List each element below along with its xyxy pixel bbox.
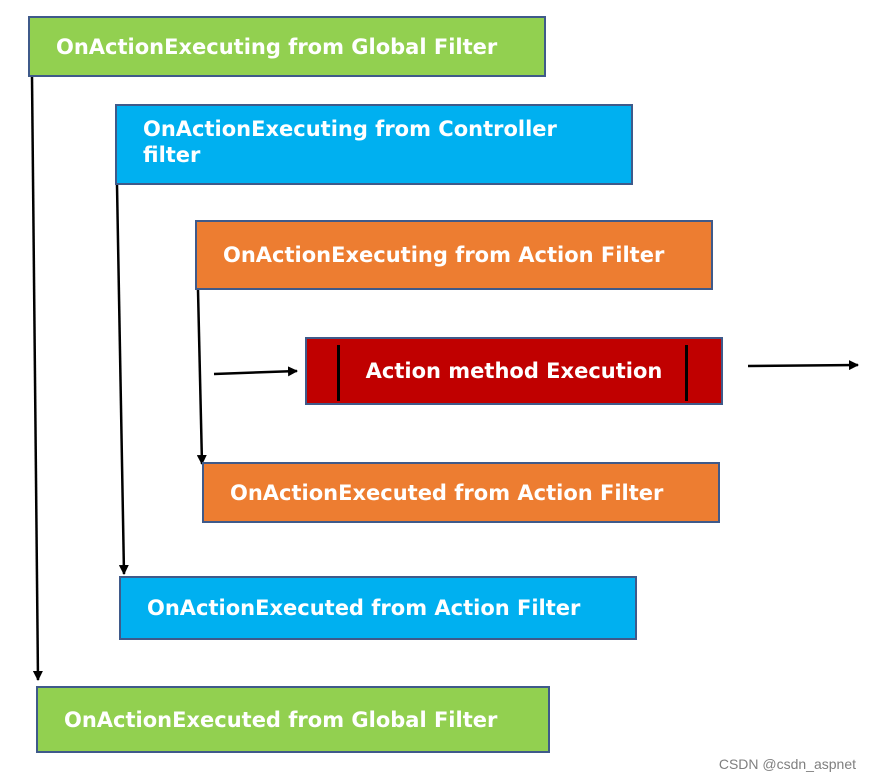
global-executed-box: OnActionExecuted from Global Filter <box>36 686 550 753</box>
method-left-bar <box>337 345 340 401</box>
out-of-method-arrow <box>747 360 859 371</box>
action-executing-label: OnActionExecuting from Action Filter <box>223 243 665 267</box>
global-executing-box: OnActionExecuting from Global Filter <box>28 16 546 77</box>
method-right-bar <box>685 345 688 401</box>
global-executing-label: OnActionExecuting from Global Filter <box>56 34 498 59</box>
action-method-box: Action method Execution <box>305 337 723 405</box>
global-executed-label: OnActionExecuted from Global Filter <box>64 707 498 732</box>
controller-executing-box: OnActionExecuting from Controller filter <box>115 104 633 185</box>
controller-executed-label: OnActionExecuted from Action Filter <box>147 596 581 620</box>
controller-executed-box: OnActionExecuted from Action Filter <box>119 576 637 640</box>
action-method-label: Action method Execution <box>365 359 663 383</box>
action-executing-box: OnActionExecuting from Action Filter <box>195 220 713 290</box>
action-executed-box: OnActionExecuted from Action Filter <box>202 462 720 523</box>
action-down-arrow <box>196 289 207 465</box>
into-method-arrow <box>213 366 298 377</box>
action-executed-label: OnActionExecuted from Action Filter <box>230 480 664 505</box>
controller-executing-label: OnActionExecuting from Controller filter <box>143 117 557 167</box>
controller-down-arrow <box>115 184 129 575</box>
global-down-arrow <box>30 76 43 681</box>
watermark-text: CSDN @csdn_aspnet <box>718 756 856 772</box>
